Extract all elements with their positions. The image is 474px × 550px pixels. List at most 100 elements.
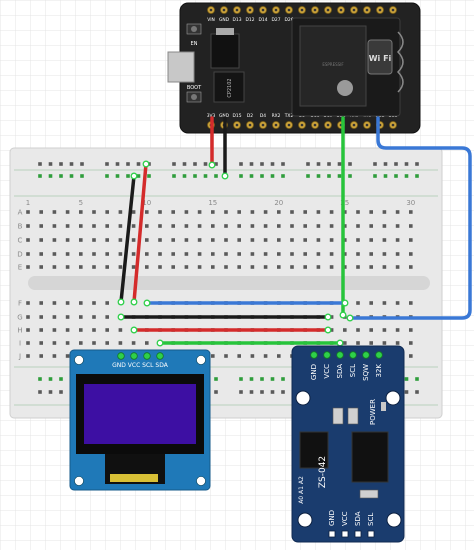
breadboard-hole (369, 301, 373, 305)
eeprom-chip (299, 431, 329, 469)
row-letter: F (18, 300, 22, 308)
breadboard-hole (277, 210, 281, 214)
breadboard-hole (79, 341, 83, 345)
breadboard-hole (39, 238, 43, 242)
breadboard-hole (118, 224, 123, 228)
breadboard-hole (250, 265, 255, 269)
esp32-pin-label: GND (219, 17, 230, 23)
mount-hole (196, 476, 206, 486)
breadboard-hole (65, 210, 70, 214)
breadboard-hole (39, 224, 43, 228)
esp32-pin-label: D4 (260, 113, 266, 119)
breadboard-hole (197, 238, 202, 242)
breadboard-hole (105, 301, 109, 305)
esp32-board: VINGNDD13D12D14D27D26D25D33D32D35D34VNVP… (167, 2, 421, 134)
breadboard-hole (105, 252, 109, 256)
center-channel (28, 276, 430, 290)
breadboard-hole (184, 265, 189, 269)
breadboard-hole (118, 252, 123, 256)
rail-hole (48, 174, 53, 178)
breadboard-hole (26, 341, 30, 345)
diode (359, 489, 379, 499)
row-letter: C (18, 237, 23, 245)
breadboard-hole (369, 341, 373, 345)
breadboard-hole (105, 328, 109, 332)
breadboard-hole (343, 238, 347, 242)
esp32-pin-hole (326, 8, 330, 12)
oled-screen (84, 384, 196, 444)
breadboard-hole (118, 328, 123, 332)
breadboard-hole (343, 210, 347, 214)
rail-hole (182, 174, 187, 178)
breadboard-hole (343, 252, 347, 256)
rtc-pin (323, 351, 331, 359)
breadboard-hole (263, 265, 268, 269)
rtc-pin-label: SDA (354, 511, 362, 526)
rtc-pin-label: SQW (362, 364, 370, 381)
rail-hole (327, 174, 331, 178)
breadboard-hole (65, 265, 70, 269)
breadboard-hole (92, 301, 96, 305)
rtc-bottom-pin (341, 530, 349, 538)
rtc-pin-label: SCL (367, 513, 375, 526)
rail-hole (115, 162, 120, 166)
rail-hole (348, 162, 352, 166)
rail-hole (260, 162, 264, 166)
rail-hole (38, 390, 42, 394)
breadboard-hole (211, 224, 215, 228)
breadboard-hole (184, 224, 189, 228)
breadboard-hole (356, 301, 360, 305)
wire-black-jumper (119, 174, 136, 304)
breadboard-hole (79, 301, 83, 305)
breadboard-hole (65, 315, 70, 319)
oled-ribbon-contacts (110, 474, 158, 482)
breadboard-hole (263, 210, 268, 214)
esp32-pin-label: RX2 (272, 113, 281, 119)
esp32-pin-hole (261, 123, 265, 127)
breadboard-hole (237, 252, 241, 256)
breadboard-hole (171, 210, 175, 214)
oled-pin (156, 352, 164, 360)
breadboard-hole (145, 224, 149, 228)
rtc-pin-label: VCC (341, 511, 349, 526)
breadboard-hole (343, 341, 347, 345)
breadboard-hole (382, 341, 387, 345)
module-label: ESPRESSIF (322, 62, 344, 67)
rtc-pin-label: 32K (375, 364, 383, 378)
breadboard-hole (158, 210, 162, 214)
breadboard-hole (303, 252, 307, 256)
breadboard-hole (343, 265, 347, 269)
rail-hole (239, 162, 243, 166)
breadboard-hole (395, 341, 400, 345)
row-letter: G (17, 314, 22, 322)
rtc-pin-header (310, 351, 383, 359)
breadboard-hole (224, 252, 228, 256)
rail-hole (38, 174, 42, 178)
breadboard-hole (131, 252, 136, 256)
rail-hole (281, 162, 285, 166)
breadboard-hole (224, 238, 228, 242)
breadboard-hole (39, 315, 43, 319)
esp32-bottom-pin-header (206, 121, 397, 130)
rail-hole (337, 174, 342, 178)
rtc-bottom-pin (367, 530, 375, 538)
breadboard-hole (303, 210, 307, 214)
resistor-network (347, 407, 359, 425)
oled-pin-header (117, 352, 164, 360)
esp32-pin-hole (352, 123, 356, 127)
rail-hole (172, 162, 176, 166)
breadboard-hole (343, 328, 347, 332)
breadboard-hole (52, 354, 57, 358)
breadboard-hole (329, 238, 334, 242)
esp32-pin-label: D15 (233, 113, 242, 119)
rail-hole (249, 174, 254, 178)
breadboard-hole (171, 224, 175, 228)
rail-hole (415, 390, 419, 394)
breadboard-hole (65, 224, 70, 228)
rail-hole (270, 390, 275, 394)
breadboard-hole (197, 210, 202, 214)
esp32-pin-label: GND (219, 113, 230, 119)
esp32-pin-label: VIN (207, 17, 215, 23)
breadboard-hole (197, 252, 202, 256)
